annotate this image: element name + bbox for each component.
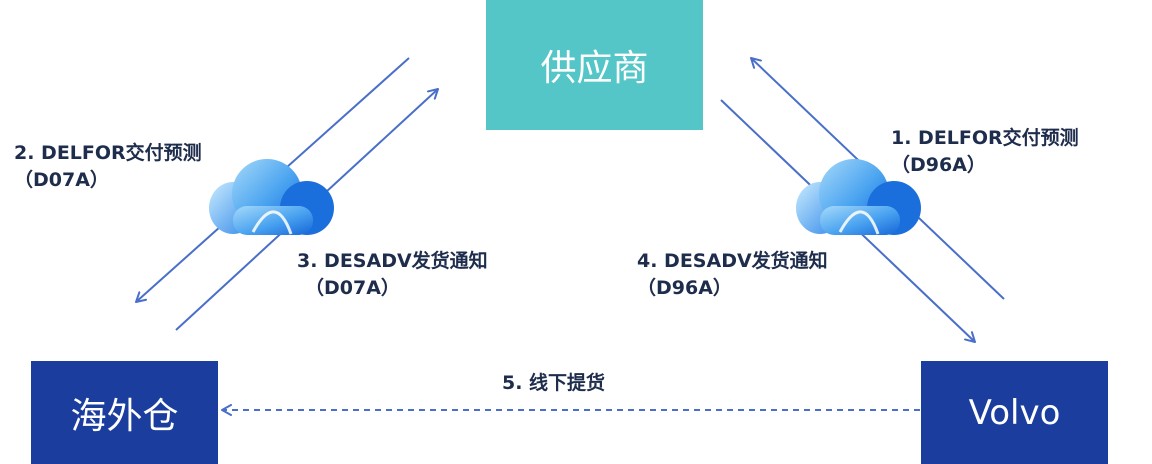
warehouse-label: 海外仓 [70,395,179,437]
cloud-icon [209,159,334,235]
flow-3-version: （D07A） [305,277,400,299]
flow-4-label: 4. DESADV发货通知 （D96A） [637,248,828,302]
volvo-node: Volvo [921,361,1108,464]
flow-3-title: 3. DESADV发货通知 [297,250,488,272]
flow-1-version: （D96A） [891,154,986,176]
supplier-label: 供应商 [540,48,649,89]
flow-1-title: 1. DELFOR交付预测 [891,127,1079,149]
flow-2-label: 2. DELFOR交付预测 （D07A） [14,140,202,194]
flow-5-label: 5. 线下提货 [502,370,605,397]
cloud-icon [796,159,921,235]
supplier-node: 供应商 [486,0,703,130]
flow-4-title: 4. DESADV发货通知 [637,250,828,272]
flow-1-label: 1. DELFOR交付预测 （D96A） [891,125,1079,179]
flow-3-label: 3. DESADV发货通知 （D07A） [297,248,488,302]
flow-5-title: 5. 线下提货 [502,372,606,394]
overseas-warehouse-node: 海外仓 [31,361,218,464]
flow-2-title: 2. DELFOR交付预测 [14,142,202,164]
flow-2-version: （D07A） [14,169,109,191]
volvo-label: Volvo [968,392,1061,433]
flow-4-version: （D96A） [637,277,732,299]
